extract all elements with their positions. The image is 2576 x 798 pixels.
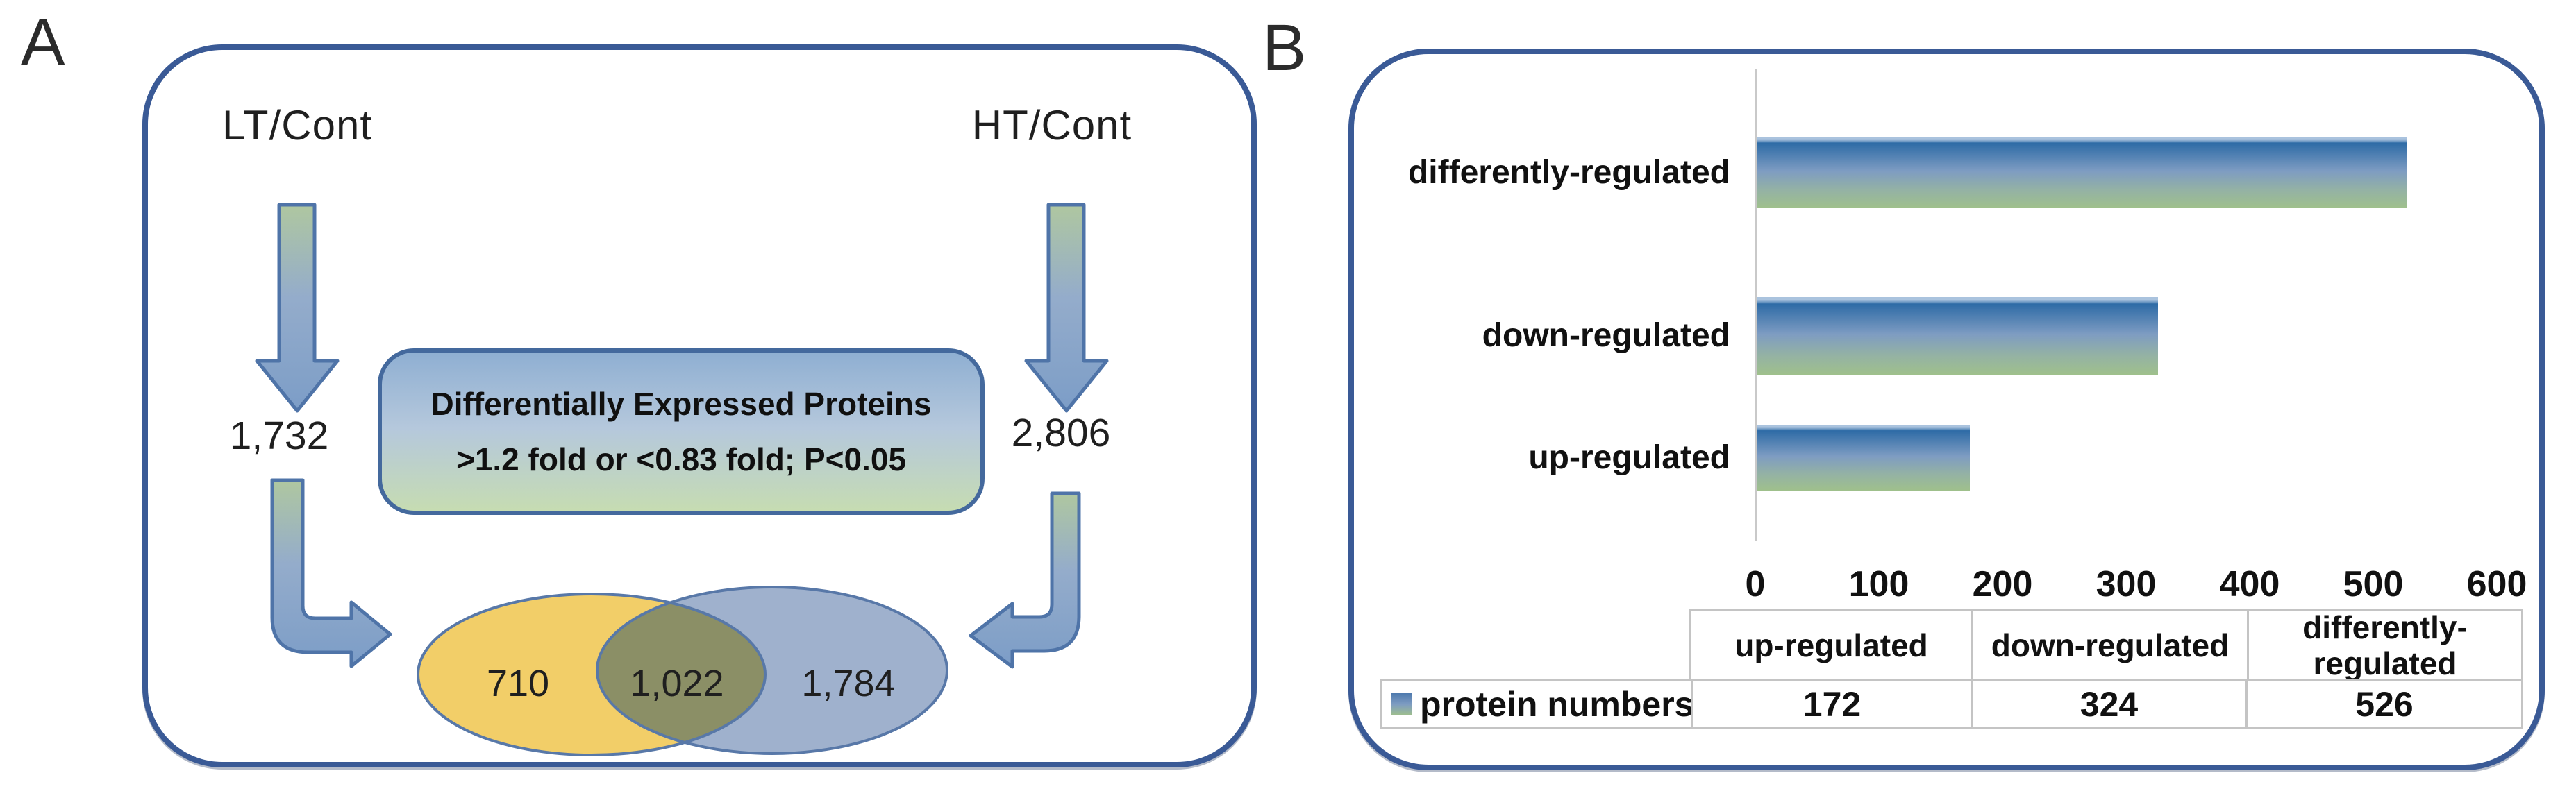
table-row-label-cell: protein numbers (1382, 681, 1694, 727)
table-value-down-regulated: 324 (1970, 681, 2245, 727)
data-table-header-row: up-regulated down-regulated differently-… (1689, 609, 2523, 681)
lt-cont-label: LT/Cont (222, 102, 372, 148)
criteria-box-threshold: >1.2 fold or <0.83 fold; P<0.05 (455, 441, 907, 477)
x-tick-label: 400 (2219, 564, 2280, 604)
x-tick-label: 300 (2096, 564, 2157, 604)
data-table-value-row: protein numbers 172 324 526 (1380, 679, 2523, 729)
x-tick-label: 200 (1972, 564, 2033, 604)
criteria-box-title: Differentially Expressed Proteins (430, 386, 932, 422)
lt-protein-count: 1,732 (229, 414, 329, 458)
category-label-up-regulated: up-regulated (1528, 439, 1730, 476)
legend-swatch-icon (1391, 693, 1412, 715)
x-tick-label: 0 (1745, 564, 1766, 604)
bar-differently-regulated (1757, 137, 2407, 208)
table-header-down-regulated: down-regulated (1971, 611, 2247, 679)
category-axis-line (1755, 69, 1757, 541)
ht-cont-label: HT/Cont (971, 102, 1132, 148)
criteria-box: Differentially Expressed Proteins >1.2 f… (378, 348, 985, 515)
table-header-up-regulated: up-regulated (1734, 627, 1928, 663)
x-tick-label: 600 (2466, 564, 2527, 604)
venn-lt-only-count: 710 (486, 663, 550, 704)
legend-series-label: protein numbers (1420, 685, 1694, 724)
category-label-differently-regulated: differently-regulated (1407, 154, 1730, 191)
ht-protein-count: 2,806 (1011, 411, 1111, 455)
table-value-differently-regulated: 526 (2245, 681, 2521, 727)
table-value-up-regulated: 172 (1691, 681, 1971, 727)
bar-up-regulated (1757, 425, 1970, 491)
panel-b-letter: B (1262, 11, 1307, 85)
bar-down-regulated (1757, 297, 2158, 375)
venn-ht-only-count: 1,784 (801, 663, 896, 704)
x-tick-label: 500 (2343, 564, 2404, 604)
x-tick-label: 100 (1848, 564, 1909, 604)
table-header-differently-regulated: differently-regulated (2247, 609, 2521, 681)
category-label-down-regulated: down-regulated (1482, 317, 1730, 354)
panel-a-letter: A (21, 6, 65, 79)
venn-shared-count: 1,022 (630, 663, 724, 704)
